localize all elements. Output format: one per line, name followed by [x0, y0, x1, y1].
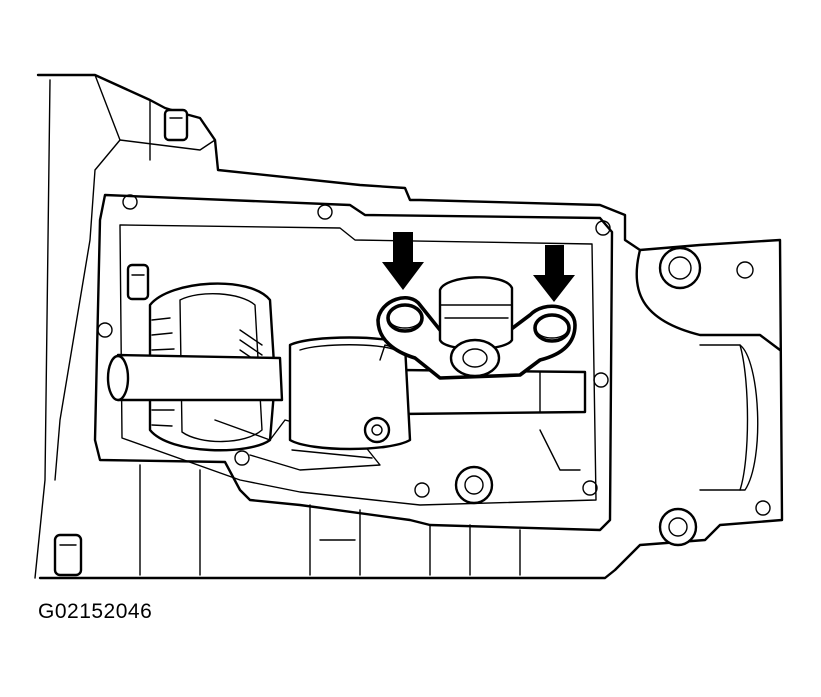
extension-housing: [635, 246, 782, 547]
case-bolt-bottom-left: [53, 533, 83, 577]
bolt-right: [533, 313, 571, 343]
case-bolt-left: [126, 263, 150, 301]
arrow-down-icon: [533, 245, 575, 302]
figure-code: G02152046: [38, 600, 153, 623]
bolt-left: [386, 303, 424, 333]
arrow-down-icon: [382, 232, 424, 290]
cover-flange: [93, 193, 614, 532]
lower-case-detail: [139, 429, 581, 576]
shift-lever-bracket: [376, 276, 577, 380]
case-bolt-top-left: [163, 108, 189, 142]
shift-fork: [288, 336, 412, 451]
